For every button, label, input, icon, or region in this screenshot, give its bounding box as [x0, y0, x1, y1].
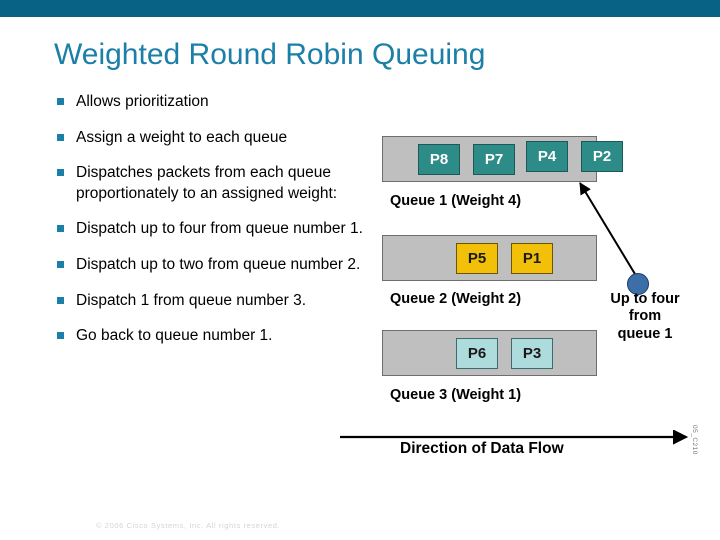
list-item: Dispatch 1 from queue number 3. — [56, 291, 366, 312]
packet-p4: P4 — [526, 141, 568, 172]
figure-reference-label: 05_C210 — [691, 425, 698, 455]
queue-1-label: Queue 1 (Weight 4) — [390, 193, 522, 209]
list-item-label: Dispatches packets from each queue propo… — [76, 164, 338, 202]
queue-2-label: Queue 2 (Weight 2) — [390, 291, 522, 307]
packet-p1: P1 — [511, 243, 553, 274]
bullet-marker-icon — [57, 261, 64, 269]
data-flow-arrow-icon — [340, 430, 689, 445]
packet-p5: P5 — [456, 243, 498, 274]
packet-p7: P7 — [473, 144, 515, 175]
bullet-marker-icon — [57, 332, 64, 340]
bullet-marker-icon — [57, 296, 64, 304]
dispatch-note-line2: from — [628, 308, 662, 325]
packet-p2: P2 — [581, 141, 623, 172]
list-item: Dispatch up to two from queue number 2. — [56, 255, 366, 276]
data-flow-label: Direction of Data Flow — [400, 440, 564, 457]
dispatch-marker-icon — [627, 273, 649, 295]
top-accent-bar — [0, 0, 720, 17]
list-item-label: Allows prioritization — [76, 93, 209, 110]
bullet-marker-icon — [57, 98, 64, 105]
list-item-label: Go back to queue number 1. — [76, 327, 273, 345]
list-item-label: Dispatch up to four from queue number 1. — [76, 220, 363, 238]
packet-p3: P3 — [511, 338, 553, 369]
dispatch-note-line1: Up to four — [610, 290, 680, 307]
dispatch-note-line3: queue 1 — [617, 326, 673, 343]
list-item-label: Dispatch up to two from queue number 2. — [76, 256, 361, 274]
list-item: Go back to queue number 1. — [56, 326, 366, 347]
queuing-diagram: P8 P7 P4 P2 P5 P1 P6 P3 Queue 1 (Weight … — [330, 125, 720, 475]
packet-p6: P6 — [456, 338, 498, 369]
dispatch-note: . Up to four from queue 1 — [595, 273, 695, 344]
list-item: Allows prioritization — [56, 92, 366, 113]
copyright-footer: © 2006 Cisco Systems, Inc. All rights re… — [96, 521, 281, 530]
queue-3-label: Queue 3 (Weight 1) — [390, 387, 522, 403]
page-title: Weighted Round Robin Queuing — [54, 38, 486, 71]
bullet-list: Allows prioritization Assign a weight to… — [56, 92, 366, 362]
packet-p8: P8 — [418, 144, 460, 175]
bullet-marker-icon — [57, 169, 64, 177]
list-item: Dispatch up to four from queue number 1. — [56, 219, 366, 240]
bullet-marker-icon — [57, 225, 64, 233]
list-item-label: Assign a weight to each queue — [76, 128, 288, 146]
bullet-marker-icon — [57, 133, 64, 141]
list-item: Assign a weight to each queue — [56, 128, 366, 149]
list-item-label: Dispatch 1 from queue number 3. — [76, 291, 307, 309]
list-item: Dispatches packets from each queue propo… — [56, 163, 366, 204]
